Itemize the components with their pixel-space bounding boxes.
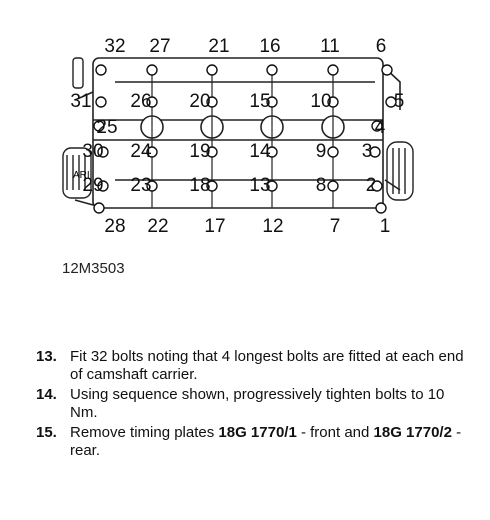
bolt-number: 21	[208, 36, 229, 57]
step-13: 13. Fit 32 bolts noting that 4 longest b…	[36, 348, 476, 384]
bolt-number: 14	[249, 141, 271, 162]
bolt-number: 1	[380, 216, 391, 237]
bolt-number: 13	[249, 175, 270, 196]
bolt-number: 26	[130, 91, 151, 112]
bolt-head	[146, 180, 158, 192]
tool-code-rear: 18G 1770/2	[373, 424, 452, 441]
step-number: 15.	[36, 424, 57, 441]
bolt-head	[97, 146, 109, 158]
bolt-head	[206, 146, 218, 158]
bolt-head	[93, 202, 105, 214]
bolt-number: 8	[316, 175, 327, 196]
bolt-head	[146, 64, 158, 76]
step-number: 13.	[36, 348, 57, 365]
bolt-number: 32	[104, 36, 125, 57]
bolt-number: 4	[375, 117, 386, 138]
text-part: - front and	[296, 424, 374, 441]
bolt-number: 19	[189, 141, 210, 162]
text-part: Remove timing plates	[70, 424, 219, 441]
bolt-head	[327, 146, 339, 158]
bolt-head	[97, 180, 109, 192]
bolt-number: 23	[130, 175, 151, 196]
bolt-head	[266, 180, 278, 192]
bolt-tightening-diagram: 32 27 21 16 11 6 31 26 20 15 10 5 25 4 3…	[55, 30, 415, 240]
step-number: 14.	[36, 386, 57, 403]
step-text: Remove timing plates 18G 1770/1 - front …	[70, 424, 476, 460]
bolt-number: 22	[147, 216, 168, 237]
bolt-head	[206, 180, 218, 192]
bolt-head	[327, 96, 339, 108]
camshaft-carrier-drawing: 32 27 21 16 11 6 31 26 20 15 10 5 25 4 3…	[62, 36, 414, 237]
bolt-head	[206, 96, 218, 108]
bolt-head	[266, 64, 278, 76]
step-14: 14. Using sequence shown, progressively …	[36, 386, 476, 422]
bolt-head	[385, 96, 397, 108]
bolt-number: 17	[204, 216, 225, 237]
bolt-number: 6	[376, 36, 387, 57]
bolt-head	[266, 96, 278, 108]
bolt-head	[371, 180, 383, 192]
bolt-number: 9	[316, 141, 327, 162]
bolt-number: 3	[362, 141, 373, 162]
bolt-number: 25	[96, 117, 117, 138]
step-text: Fit 32 bolts noting that 4 longest bolts…	[70, 348, 464, 383]
bolt-number: 16	[259, 36, 280, 57]
bolt-number: 30	[82, 141, 103, 162]
bolt-number: 11	[320, 36, 340, 57]
bolt-number: 29	[82, 175, 103, 196]
bolt-number: 5	[394, 91, 405, 112]
bolt-head	[327, 64, 339, 76]
bolt-head	[93, 120, 105, 132]
bolt-head	[369, 146, 381, 158]
bolt-number: 2	[366, 175, 377, 196]
bolt-number: 10	[310, 91, 331, 112]
bolt-number: 24	[130, 141, 152, 162]
instruction-list: 13. Fit 32 bolts noting that 4 longest b…	[36, 348, 476, 462]
bolt-number: 28	[104, 216, 125, 237]
bolt-number: 27	[149, 36, 170, 57]
text-part: - rear.	[70, 424, 462, 459]
bolt-head	[146, 146, 158, 158]
figure-reference: 12M3503	[62, 260, 125, 277]
arrow-label: ARI	[73, 170, 90, 181]
bolt-head	[146, 96, 158, 108]
bolt-head	[375, 202, 387, 214]
bolt-number: 31	[70, 91, 91, 112]
bolt-number: 7	[330, 216, 341, 237]
step-text: Using sequence shown, progressively tigh…	[70, 386, 445, 421]
step-15: 15. Remove timing plates 18G 1770/1 - fr…	[36, 424, 476, 460]
bolt-number: 20	[189, 91, 210, 112]
bolt-head	[327, 180, 339, 192]
bolt-head	[95, 64, 107, 76]
bolt-number: 15	[249, 91, 270, 112]
bolt-head	[95, 96, 107, 108]
bolt-head	[206, 64, 218, 76]
bolt-number: 18	[189, 175, 210, 196]
bolt-head	[266, 146, 278, 158]
bolt-number: 12	[262, 216, 283, 237]
bolt-head	[371, 120, 383, 132]
bolt-head	[381, 64, 393, 76]
tool-code-front: 18G 1770/1	[218, 424, 297, 441]
